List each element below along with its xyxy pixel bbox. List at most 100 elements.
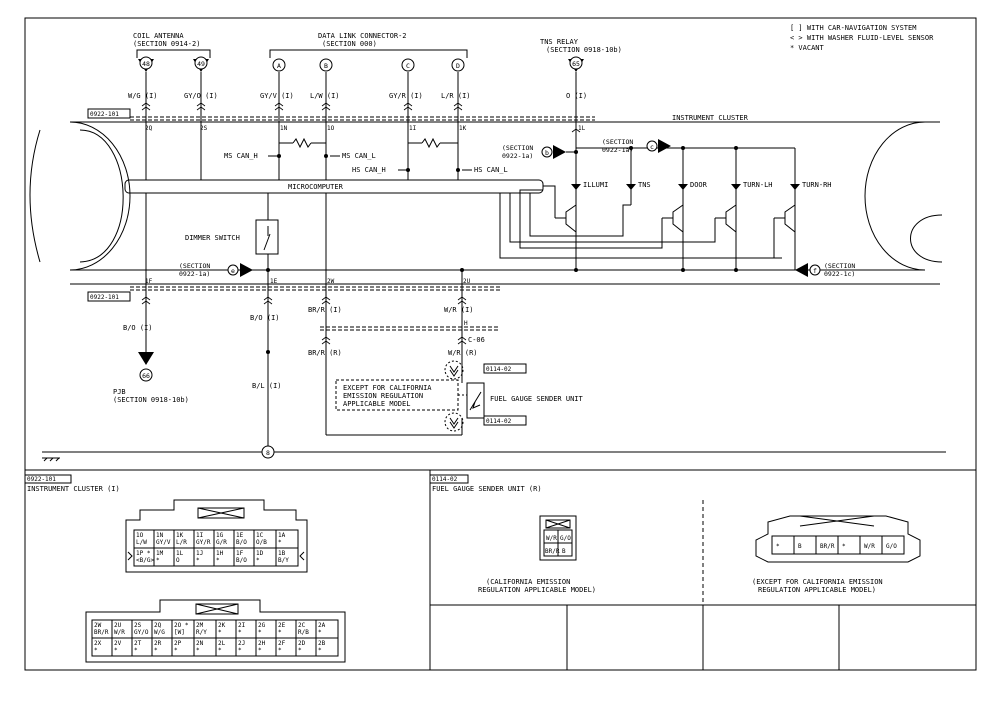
svg-text:49: 49: [197, 60, 205, 68]
sender-pin: W/R: [546, 535, 557, 542]
cluster-connector-2-pin-id: 2E: [278, 622, 286, 629]
sender-pin: BR/R: [545, 548, 560, 555]
connector-code: C-06: [468, 336, 485, 344]
svg-text:b: b: [545, 149, 549, 157]
cluster-connector-2-pin-id: 2H: [258, 640, 266, 647]
section-text: (SECTION: [179, 262, 210, 270]
cluster-connector-1-pin-color: L/W: [136, 539, 147, 546]
ref-circle-b: B: [319, 58, 333, 72]
wire-label: W/R (R): [448, 349, 478, 357]
cluster-connector-1-pin-color: L/R: [176, 539, 187, 546]
cluster-connector-2-pin-id: 2I: [238, 622, 246, 629]
coil-antenna-title: COIL ANTENNA: [133, 32, 184, 40]
sender-connector-2-shell: [755, 515, 921, 563]
lamp-label: ILLUMI: [583, 181, 608, 189]
cluster-title: INSTRUMENT CLUSTER: [672, 114, 749, 122]
microcomputer-label: MICROCOMPUTER: [288, 183, 344, 191]
cluster-connector-2-pin-color: R/Y: [196, 629, 207, 636]
svg-text:66: 66: [142, 372, 150, 380]
wire-label: O (I): [566, 92, 587, 100]
caption: (EXCEPT FOR CALIFORNIA EMISSION: [752, 578, 883, 586]
panel-title: FUEL GAUGE SENDER UNIT (R): [432, 485, 542, 493]
cluster-connector-1-pin-id: 1L: [176, 550, 184, 557]
cluster-connector-2-pin-id: 2R: [154, 640, 162, 647]
section-pointer-b: b: [541, 145, 576, 159]
cluster-connector-2-pin-color: R/B: [298, 629, 309, 636]
section-text: (SECTION: [502, 144, 533, 152]
cluster-connector-1-pin-id: 1K: [176, 532, 184, 539]
cluster-connector-1-pin-id: 1C: [256, 532, 264, 539]
can-label: MS CAN_H: [224, 152, 258, 160]
sender-connector-2-pin: W/R: [864, 543, 875, 550]
cluster-outline: [69, 121, 926, 271]
cluster-connector-2-pin-color: [W]: [174, 629, 185, 636]
ref-triangle-65: 65: [568, 56, 584, 72]
section-pointer-c: c: [646, 139, 671, 153]
legend-brackets: [ ] WITH CAR-NAVIGATION SYSTEM: [790, 24, 916, 32]
section-text: 0922-1a): [179, 270, 210, 278]
connector-code: 0114-02: [486, 418, 512, 425]
pjb-title: PJB: [113, 388, 126, 396]
cluster-connector-1-pin-color: *: [196, 557, 200, 564]
wire-label: GY/O (I): [184, 92, 218, 100]
cluster-connector-2-pin-id: 2T: [134, 640, 142, 647]
section-pointer-f: f: [795, 263, 821, 277]
section-text: 0922-1a): [502, 152, 533, 160]
sender-connector-2-pin: *: [776, 543, 780, 550]
can-label: MS CAN_L: [342, 152, 376, 160]
pjb-section: (SECTION 0918-10b): [113, 396, 189, 404]
cluster-connector-2-pin-color: *: [318, 629, 322, 636]
ref-circle-a: A: [272, 58, 286, 72]
wire-label: BR/R (I): [308, 306, 342, 314]
cluster-connector-2-pin-color: *: [318, 647, 322, 654]
except-note: EXCEPT FOR CALIFORNIA: [343, 384, 432, 392]
section-text: (SECTION: [602, 138, 633, 146]
cluster-connector-1-pin-id: 1P *: [136, 550, 151, 557]
legend-vacant: * VACANT: [790, 44, 825, 52]
pin-label: 1K: [459, 125, 467, 132]
cluster-connector-2-pin-color: *: [174, 647, 178, 654]
except-note: EMISSION REGULATION: [343, 392, 423, 400]
lamp-label: DOOR: [690, 181, 708, 189]
sender-label: FUEL GAUGE SENDER UNIT: [490, 395, 584, 403]
wire-label: L/R (I): [441, 92, 471, 100]
coil-antenna-section: (SECTION 0914-2): [133, 40, 200, 48]
cluster-connector-2-pin-id: 2G: [258, 622, 266, 629]
section-text: 0922-1c): [824, 270, 855, 278]
pin-label: 1F: [145, 278, 153, 285]
ref-triangle-49: 49: [193, 56, 209, 72]
svg-text:f: f: [813, 267, 817, 275]
wire-label: GY/R (I): [389, 92, 423, 100]
cluster-connector-2-pin-id: 2C: [298, 622, 306, 629]
cluster-connector-1-pin-color: *: [156, 557, 160, 564]
cluster-connector-1-pin-color: O: [176, 557, 180, 564]
cluster-connector-1-pin-id: 1O: [136, 532, 144, 539]
connector-code: 0922-101: [27, 476, 56, 483]
cluster-connector-1-pin-id: 1D: [256, 550, 264, 557]
pin-label: 1N: [280, 125, 288, 132]
cluster-connector-2-pin-id: 2Q: [154, 622, 162, 629]
cluster-connector-2-pin-id: 2U: [114, 622, 122, 629]
cluster-connector-2-pin-color: *: [258, 629, 262, 636]
pin-label: 2Q: [145, 125, 153, 132]
can-label: HS CAN_L: [474, 166, 508, 174]
cluster-connector-1-pin-color: B/O: [236, 539, 247, 546]
cluster-connector-2-pin-color: GY/O: [134, 629, 149, 636]
cluster-connector-1-pin-color: GY/V: [156, 539, 171, 546]
pin-label: H: [464, 320, 468, 327]
except-note: APPLICABLE MODEL: [343, 400, 410, 408]
cluster-connector-1-pin-id: 1J: [196, 550, 203, 557]
wire-label: L/W (I): [310, 92, 340, 100]
cluster-connector-1-pin-color: *: [256, 557, 260, 564]
cluster-connector-2-pin-id: 2K: [218, 622, 226, 629]
cluster-connector-1-shell: [125, 499, 308, 573]
cluster-connector-1-pin-id: 1A: [278, 532, 286, 539]
section-text: (SECTION: [824, 262, 855, 270]
page-frame: [24, 17, 977, 671]
lamp-label: TURN-LH: [743, 181, 773, 189]
svg-text:8: 8: [266, 449, 270, 457]
cluster-connector-1-pins: 1OL/W1NGY/V1KL/R1IGY/R1GG/R1EB/O1CO/B1A*…: [136, 532, 289, 564]
sender-connector-2-pin: BR/R: [820, 543, 835, 550]
cluster-connector-2-pin-id: 2M: [196, 622, 204, 629]
